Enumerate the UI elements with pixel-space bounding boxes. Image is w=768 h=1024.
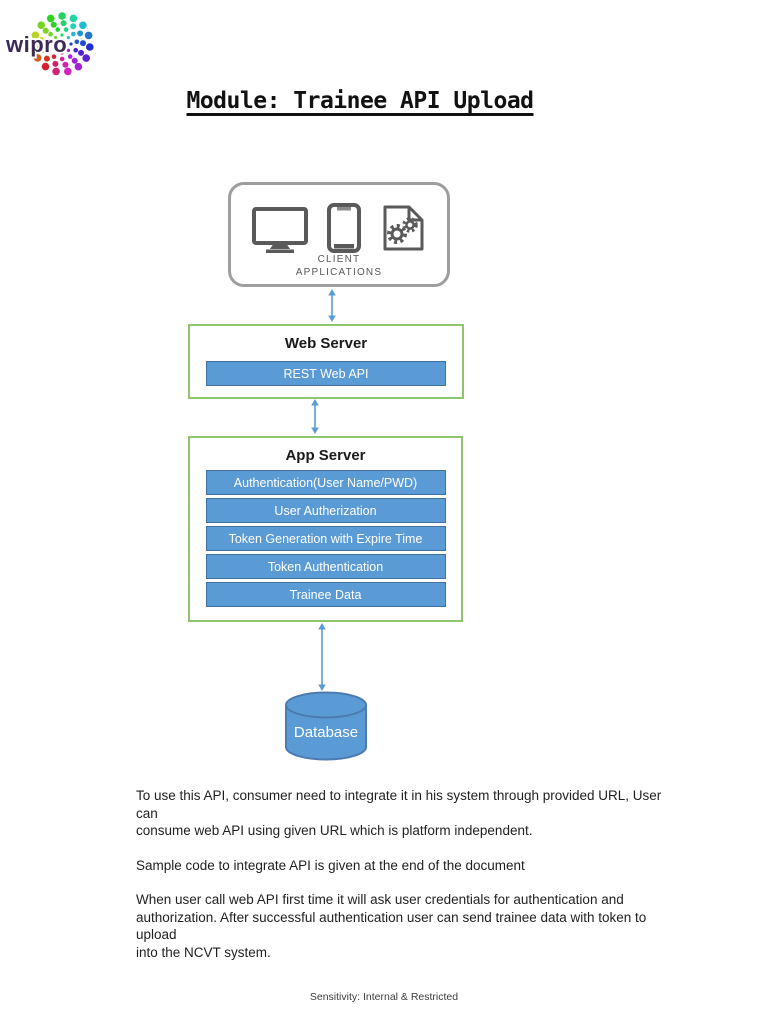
component-rest-web-api: REST Web API	[206, 361, 446, 386]
paragraph-line: authorization. After successful authenti…	[136, 909, 647, 943]
client-applications-box: CLIENT APPLICATIONS	[228, 182, 450, 287]
database-cylinder: Database	[285, 691, 367, 761]
wipro-logo: wipro	[4, 12, 94, 76]
database-label: Database	[294, 724, 358, 741]
paragraph-1: To use this API, consumer need to integr…	[136, 787, 676, 840]
wipro-logo-text: wipro	[5, 32, 67, 57]
web-server-title: Web Server	[284, 335, 368, 352]
monitor-icon	[252, 207, 308, 253]
arrow-client-webserver	[328, 289, 336, 322]
paragraph-3: When user call web API first time it wil…	[136, 891, 676, 961]
arrow-webserver-appserver	[311, 399, 319, 434]
app-server-title: App Server	[285, 447, 366, 464]
client-label-line2: APPLICATIONS	[295, 267, 383, 278]
gear-document-icon	[383, 205, 424, 251]
client-icons-row	[231, 203, 447, 254]
web-server-box: Web Server REST Web API	[188, 324, 464, 399]
client-applications-label: CLIENT APPLICATIONS	[231, 253, 447, 279]
body-text: To use this API, consumer need to integr…	[136, 787, 676, 978]
paragraph-2: Sample code to integrate API is given at…	[136, 857, 676, 875]
component-user-autherization: User Autherization	[205, 498, 446, 523]
paragraph-line: When user call web API first time it wil…	[136, 892, 624, 907]
component-token-authentication: Token Authentication	[205, 554, 446, 579]
paragraph-line: Sample code to integrate API is given at…	[136, 857, 525, 873]
sensitivity-footer: Sensitivity: Internal & Restricted	[309, 991, 459, 1003]
arrow-appserver-database	[318, 623, 326, 691]
paragraph-line: into the NCVT system.	[136, 944, 271, 960]
wipro-logo-dot-spiral	[30, 12, 94, 76]
component-authentication: Authentication(User Name/PWD)	[205, 470, 446, 495]
client-label-line1: CLIENT	[317, 254, 361, 265]
page-title: Module: Trainee API Upload	[186, 88, 534, 114]
component-token-generation: Token Generation with Expire Time	[205, 526, 446, 551]
paragraph-line: To use this API, consumer need to integr…	[136, 788, 662, 821]
app-server-box: App Server Authentication(User Name/PWD)…	[188, 436, 463, 622]
component-trainee-data: Trainee Data	[205, 582, 446, 607]
paragraph-line: consume web API using given URL which is…	[136, 823, 533, 838]
tablet-icon	[327, 203, 361, 253]
app-server-components: Authentication(User Name/PWD) User Authe…	[190, 470, 461, 607]
